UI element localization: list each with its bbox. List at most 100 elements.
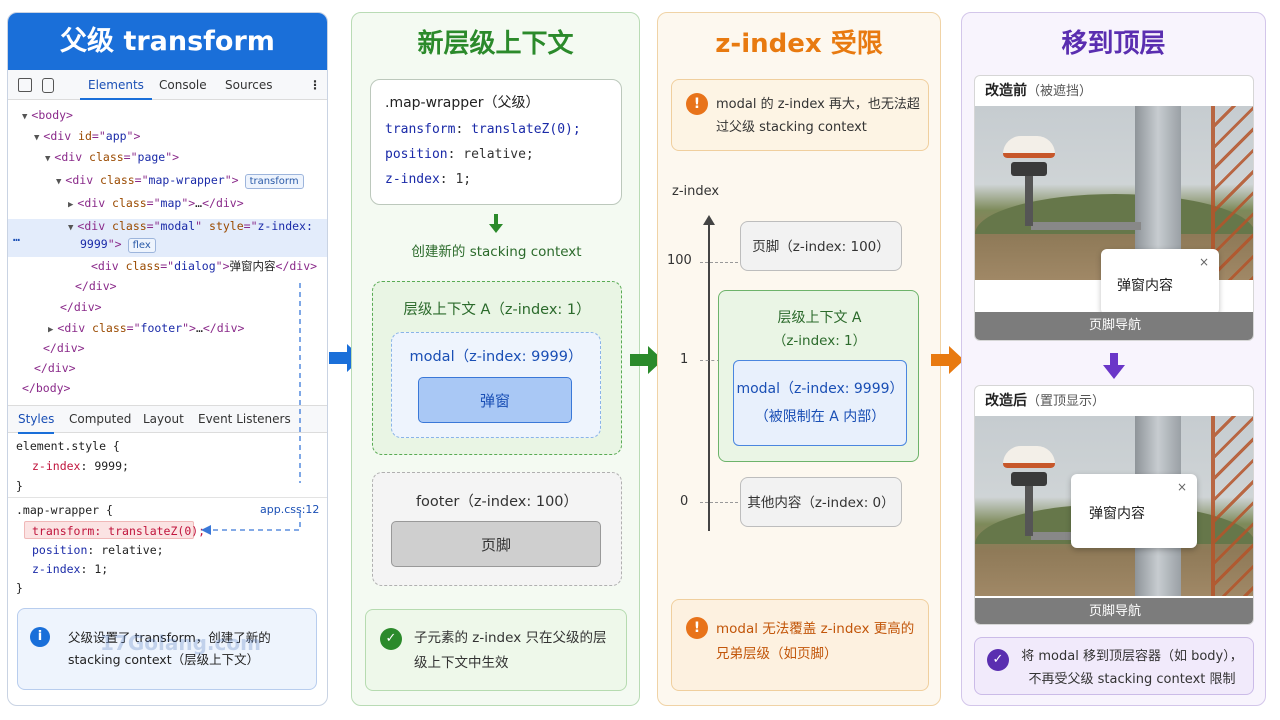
link-dashed-arrow: [201, 283, 301, 535]
check-icon: ✓: [380, 628, 402, 650]
tab-computed[interactable]: Computed: [69, 412, 132, 426]
row-options-icon[interactable]: …: [13, 230, 20, 244]
warning-callout-bottom: ! modal 无法覆盖 z-index 更高的兄弟层级（如页脚）: [671, 599, 929, 691]
tree-node-map[interactable]: ▶<div class="map">…</div>: [68, 196, 244, 210]
antenna-image: [1003, 136, 1055, 158]
tick-1: 1: [680, 352, 689, 367]
code-card-title: .map-wrapper（父级）: [385, 95, 540, 111]
info-callout: i 父级设置了 transform，创建了新的 stacking context…: [17, 608, 317, 690]
rule-divider: [8, 497, 327, 498]
map-wrapper-rule: .map-wrapper { app.css:12 transform: tra…: [8, 501, 327, 601]
footer-label: footer（z-index: 100）: [415, 494, 579, 510]
before-screenshot: 改造前（被遮挡） 弹窗内容 × 页脚导航: [974, 75, 1254, 341]
warning-callout-top: ! modal 的 z-index 再大，也无法超过父级 stacking co…: [671, 79, 929, 151]
panel-title-parent-transform: 父级 transform: [8, 13, 327, 70]
tick-dash-100: [700, 262, 738, 263]
tree-node-footer[interactable]: ▶<div class="footer">…</div>: [48, 321, 245, 335]
tree-node-app[interactable]: ▼<div id="app">: [34, 129, 141, 143]
tab-event-listeners[interactable]: Event Listeners: [198, 412, 291, 426]
element-style-zindex[interactable]: z-index: 9999;: [32, 459, 129, 473]
down-arrow-purple-icon: [1103, 353, 1125, 379]
selected-row-highlight: [8, 219, 327, 257]
zindex-declaration[interactable]: z-index: 1;: [32, 562, 109, 576]
context-a-layer: 层级上下文 A（z-index: 1） modal（z-index: 9999）…: [718, 290, 919, 462]
flex-badge[interactable]: flex: [127, 238, 156, 253]
panel-title-move-to-top: 移到顶层: [1061, 29, 1166, 59]
code-line-position: position: relative;: [385, 147, 534, 162]
transform-declaration[interactable]: transform: translateZ(0);: [24, 521, 205, 539]
modal-label: modal（z-index: 9999）: [409, 349, 583, 365]
create-context-note: 创建新的 stacking context: [411, 244, 582, 260]
tick-0: 0: [680, 494, 689, 509]
axis-arrow-icon: [703, 215, 715, 225]
code-line-zindex: z-index: 1;: [385, 172, 472, 187]
tree-close-app: </div>: [34, 361, 76, 375]
map-wrapper-code-card: .map-wrapper（父级） transform: translateZ(0…: [370, 79, 622, 205]
info-text: 父级设置了 transform，创建了新的 stacking context（层…: [68, 630, 271, 667]
footer-box: footer（z-index: 100） 页脚: [372, 472, 622, 586]
transform-badge[interactable]: transform: [244, 174, 304, 189]
tab-styles[interactable]: Styles: [18, 406, 55, 434]
scope-text: 子元素的 z-index 只在父级的层级上下文中生效: [414, 630, 607, 671]
devtools-panel: 父级 transform Elements Console Sources ⋮ …: [7, 12, 328, 706]
tick-dash-1: [700, 360, 720, 361]
inspect-icon[interactable]: [18, 78, 32, 92]
close-icon[interactable]: ×: [1176, 480, 1187, 494]
warning-text-top: modal 的 z-index 再大，也无法超过父级 stacking cont…: [716, 97, 920, 135]
solution-text: 将 modal 移到顶层容器（如 body），不再受父级 stacking co…: [1021, 649, 1243, 687]
before-title: 改造前（被遮挡）: [985, 83, 1093, 99]
tree-node-body[interactable]: ▼<body>: [22, 108, 73, 122]
map-wrapper-selector: .map-wrapper {: [16, 503, 113, 517]
devtools-toolbar: Elements Console Sources ⋮: [8, 70, 327, 100]
tab-sources[interactable]: Sources: [225, 78, 273, 92]
before-dialog[interactable]: 弹窗内容 ×: [1101, 249, 1219, 315]
axis-label: z-index: [672, 184, 720, 199]
after-footer-nav[interactable]: 页脚导航: [975, 598, 1253, 624]
down-arrow-shaft: [494, 214, 498, 224]
tree-close-page: </div>: [43, 341, 85, 355]
tree-node-page[interactable]: ▼<div class="page">: [45, 150, 180, 164]
warning-icon: !: [686, 93, 708, 115]
tree-node-modal-cont: 9999">flex: [80, 235, 156, 253]
tree-close-map-wrapper: </div>: [60, 300, 102, 314]
after-photo: [975, 416, 1253, 596]
antenna-image: [1003, 446, 1055, 468]
tab-console[interactable]: Console: [159, 78, 207, 92]
tab-layout[interactable]: Layout: [143, 412, 184, 426]
footer-button[interactable]: 页脚: [391, 521, 601, 567]
element-style-selector: element.style {: [16, 439, 120, 453]
tree-node-map-wrapper[interactable]: ▼<div class="map-wrapper">transform: [56, 171, 304, 189]
element-style-close: }: [16, 479, 23, 493]
close-icon[interactable]: ×: [1198, 255, 1209, 269]
down-arrow-icon: [489, 224, 503, 233]
tick-dash-0: [700, 502, 738, 503]
code-line-transform: transform: translateZ(0);: [385, 122, 581, 137]
tab-elements[interactable]: Elements: [80, 70, 152, 100]
panel-title-new-context: 新层级上下文: [417, 29, 574, 59]
source-link[interactable]: app.css:12: [260, 503, 320, 516]
context-a-box: 层级上下文 A（z-index: 1） modal（z-index: 9999）…: [372, 281, 622, 455]
flow-arrow-orange: [931, 346, 964, 374]
before-dialog-text: 弹窗内容: [1117, 278, 1173, 294]
context-a-label: 层级上下文 A（z-index: 1）: [403, 302, 591, 318]
warning-text-bottom: modal 无法覆盖 z-index 更高的兄弟层级（如页脚）: [716, 621, 915, 662]
flow-arrow-green: [630, 346, 663, 374]
after-title: 改造后（置顶显示）: [985, 393, 1106, 409]
tree-close-modal: </div>: [75, 279, 117, 293]
tree-node-dialog[interactable]: <div class="dialog">弹窗内容</div>: [91, 259, 318, 273]
after-dialog[interactable]: 弹窗内容 ×: [1071, 474, 1197, 548]
info-icon: i: [30, 627, 50, 647]
more-menu-icon[interactable]: ⋮: [309, 78, 321, 92]
device-toggle-icon[interactable]: [42, 78, 54, 93]
other-content-box: 其他内容（z-index: 0）: [740, 477, 902, 527]
scope-callout: ✓ 子元素的 z-index 只在父级的层级上下文中生效: [365, 609, 627, 691]
after-screenshot: 改造后（置顶显示） 页脚导航 弹窗内容 ×: [974, 385, 1254, 625]
position-declaration[interactable]: position: relative;: [32, 543, 164, 557]
warning-icon: !: [686, 617, 708, 639]
dom-tree: … ▼<body> ▼<div id="app"> ▼<div class="p…: [8, 100, 327, 406]
new-context-panel: 新层级上下文 .map-wrapper（父级） transform: trans…: [351, 12, 640, 706]
before-footer-nav[interactable]: 页脚导航: [975, 312, 1253, 340]
element-style-rule: element.style { z-index: 9999; }: [8, 437, 327, 497]
modal-popup-button[interactable]: 弹窗: [418, 377, 572, 423]
tree-node-modal[interactable]: ▼<div class="modal" style="z-index:: [68, 219, 313, 233]
